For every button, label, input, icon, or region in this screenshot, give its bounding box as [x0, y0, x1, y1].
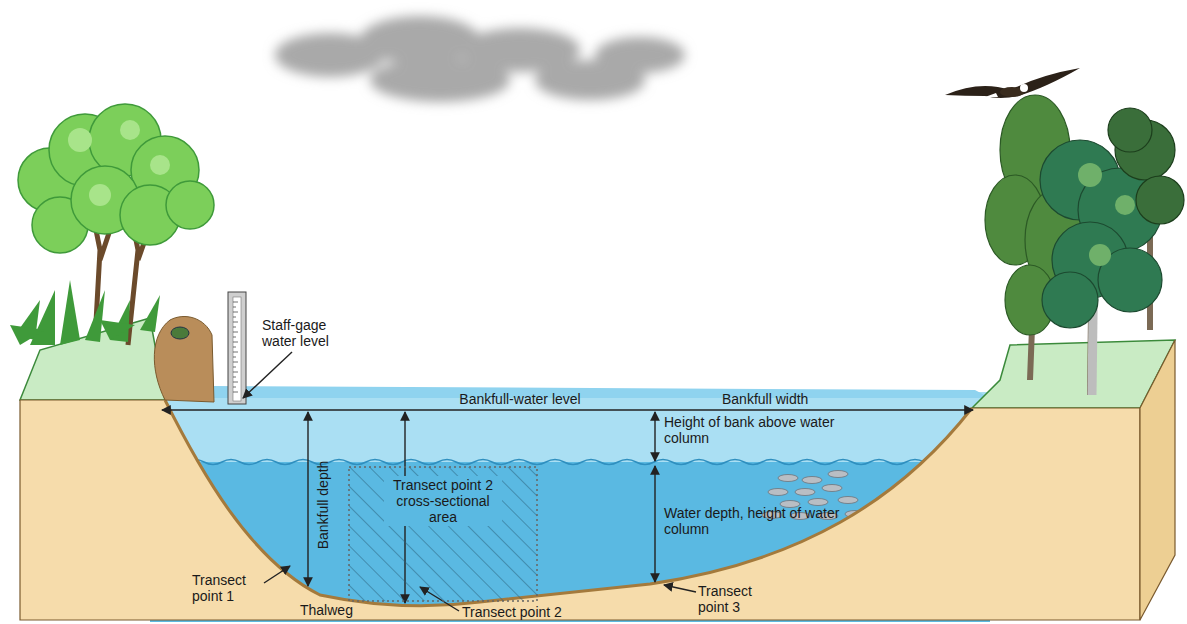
transect-label: Transect point 2 [462, 604, 562, 620]
right-bank-top [972, 340, 1175, 408]
water-top [195, 386, 990, 398]
eagle [945, 68, 1080, 98]
transect-label: Transect point 1 [192, 572, 262, 604]
staff-gage [228, 292, 246, 404]
bank-rock [154, 316, 214, 402]
cloud [275, 16, 685, 102]
cross-section-area: Transect point 2 cross-sectional area [348, 466, 538, 602]
water-surface [150, 460, 996, 465]
ground-cross-section [20, 400, 1140, 620]
thalweg-label: Thalweg [300, 602, 353, 618]
bank-height-label: Height of bank above water column [664, 414, 869, 446]
water-upper [150, 392, 990, 462]
width-label: Bankfull width [722, 391, 808, 407]
depth-label: Bankfull depth [315, 461, 331, 550]
area-label: Transect point 2 cross-sectional area [384, 476, 502, 526]
ground-side [1140, 340, 1175, 620]
right-trees [985, 95, 1184, 395]
channel-bed [165, 400, 972, 606]
dimension-lines [162, 352, 973, 611]
water-level-label: Bankfull-water level [459, 391, 580, 407]
water-depth-label: Water depth, height of water column [664, 505, 869, 537]
staff-gage-label: Staff-gage water level [262, 317, 354, 349]
transect-label: Transect point 3 [698, 583, 770, 615]
left-trees [10, 104, 214, 345]
